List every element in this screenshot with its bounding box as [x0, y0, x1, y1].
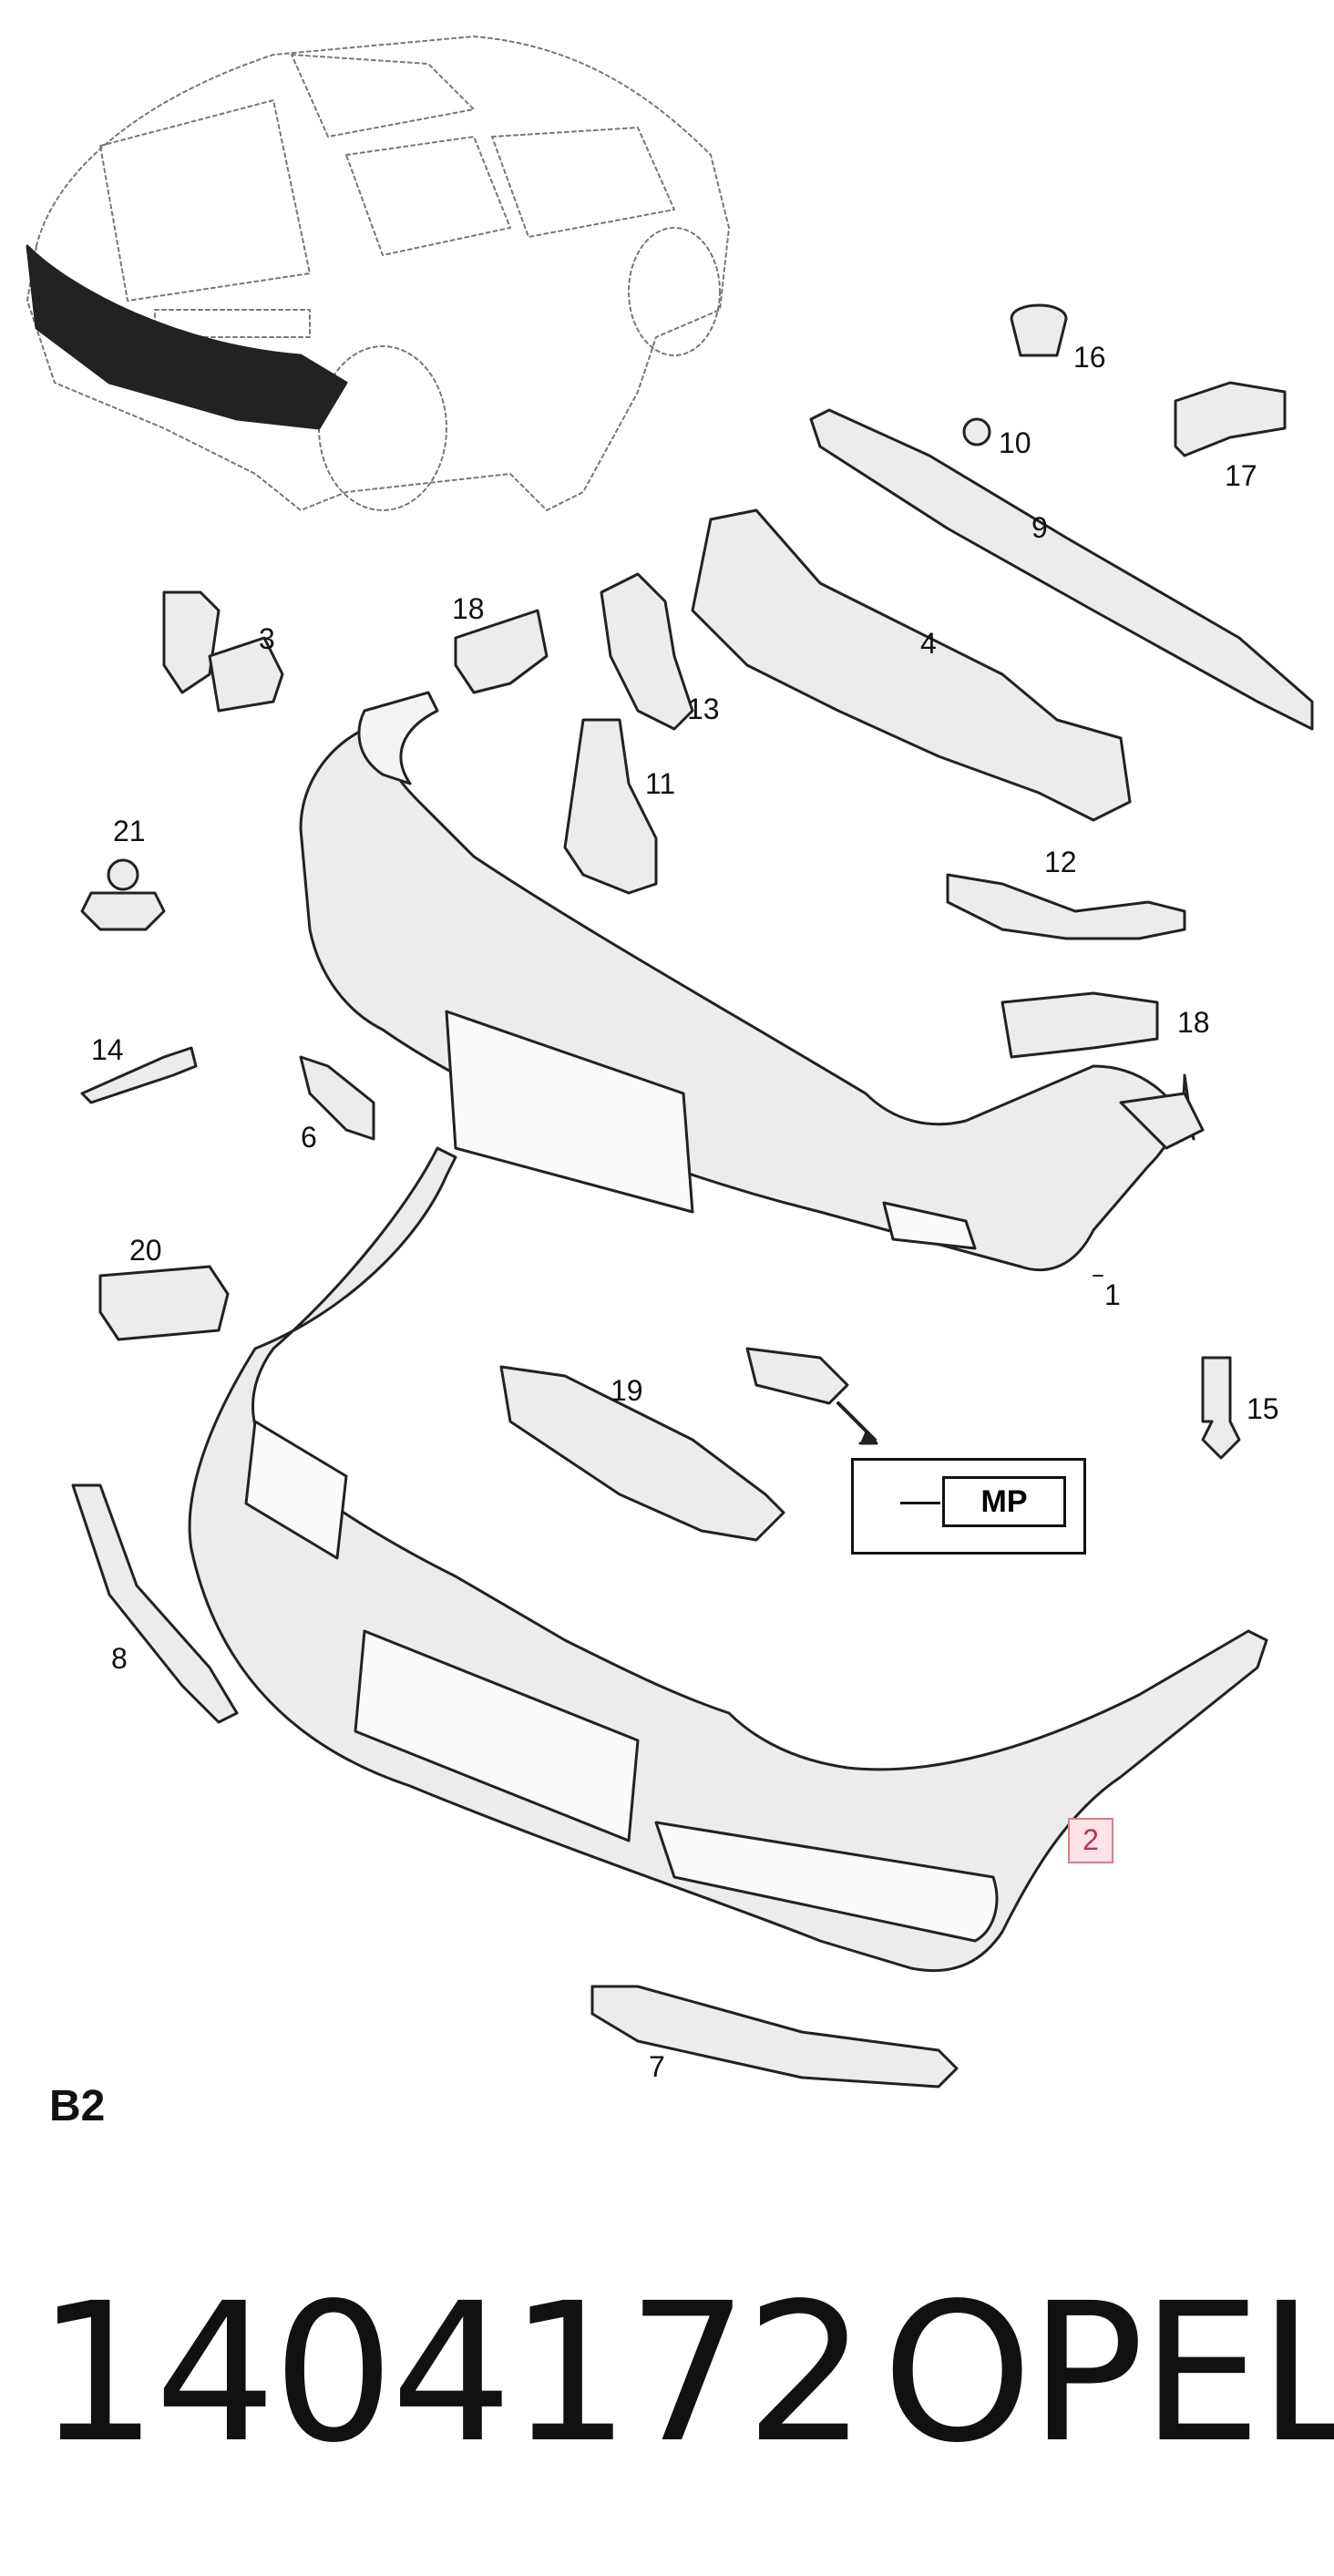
- part-bumper-lower-plate: [354, 1629, 640, 1842]
- part-18-upper: [454, 609, 549, 694]
- callout-3: 3: [259, 622, 275, 655]
- callout-13: 13: [687, 693, 720, 725]
- callout-8: 8: [111, 1642, 128, 1675]
- part-20-clip: [98, 1265, 230, 1341]
- part-4-absorber: [691, 508, 1132, 822]
- part-9-reinforcement: [809, 408, 1314, 731]
- part-13-bracket: [600, 572, 694, 731]
- callout-1: 1: [1104, 1278, 1121, 1311]
- mp-label: MP: [942, 1476, 1066, 1527]
- part-16-clip: [1010, 303, 1068, 357]
- part-3: [162, 590, 221, 694]
- part-bumper-upper-reflector: [882, 1201, 977, 1250]
- brand-name: OPEL: [882, 2262, 1334, 2485]
- part-number: 1404172: [36, 2262, 867, 2485]
- callout-11: 11: [645, 767, 676, 800]
- callout-10: 10: [999, 426, 1031, 459]
- part-bumper-upper-plate: [445, 1010, 694, 1214]
- callout-18-upper: 18: [452, 592, 485, 625]
- callout-16: 16: [1073, 341, 1106, 374]
- callout-20: 20: [129, 1234, 162, 1267]
- callout-15: 15: [1247, 1392, 1279, 1425]
- callout-19: 19: [611, 1374, 643, 1407]
- section-code: B2: [49, 2082, 106, 2130]
- part-19-guide: [499, 1365, 785, 1542]
- part-6-reflector: [299, 1055, 375, 1141]
- callout-18-lower: 18: [1177, 1006, 1210, 1039]
- part-8-strip: [71, 1483, 239, 1724]
- callout-4: 4: [920, 627, 937, 660]
- callout-12: 12: [1044, 846, 1077, 878]
- part-12-bracket: [946, 873, 1186, 940]
- callout-21: 21: [113, 815, 146, 847]
- callout-14: 14: [91, 1033, 124, 1066]
- part-17-bolt: [1174, 381, 1287, 457]
- part-14-rivet: [80, 1046, 198, 1104]
- car-outline: [26, 36, 730, 511]
- part-11-bracket: [563, 718, 658, 895]
- callout-2-highlighted[interactable]: 2: [1068, 1818, 1113, 1863]
- callout-7: 7: [649, 2050, 665, 2083]
- mp-reference-box: [851, 1458, 1086, 1555]
- part-10-nut: [962, 417, 991, 446]
- car-rear-bumper-highlight: [26, 244, 348, 430]
- callout-17: 17: [1225, 459, 1257, 492]
- part-7-strip: [590, 1985, 959, 2089]
- part-18-lower: [1000, 991, 1159, 1059]
- part-21-nut: [80, 891, 166, 931]
- callout-9: 9: [1031, 511, 1048, 544]
- part-bumper-upper-top: [357, 691, 439, 785]
- callout-6: 6: [301, 1121, 317, 1154]
- part-5-reflector: [745, 1347, 849, 1405]
- mp-connector-line: [900, 1502, 940, 1504]
- part-15-bolt: [1201, 1356, 1241, 1460]
